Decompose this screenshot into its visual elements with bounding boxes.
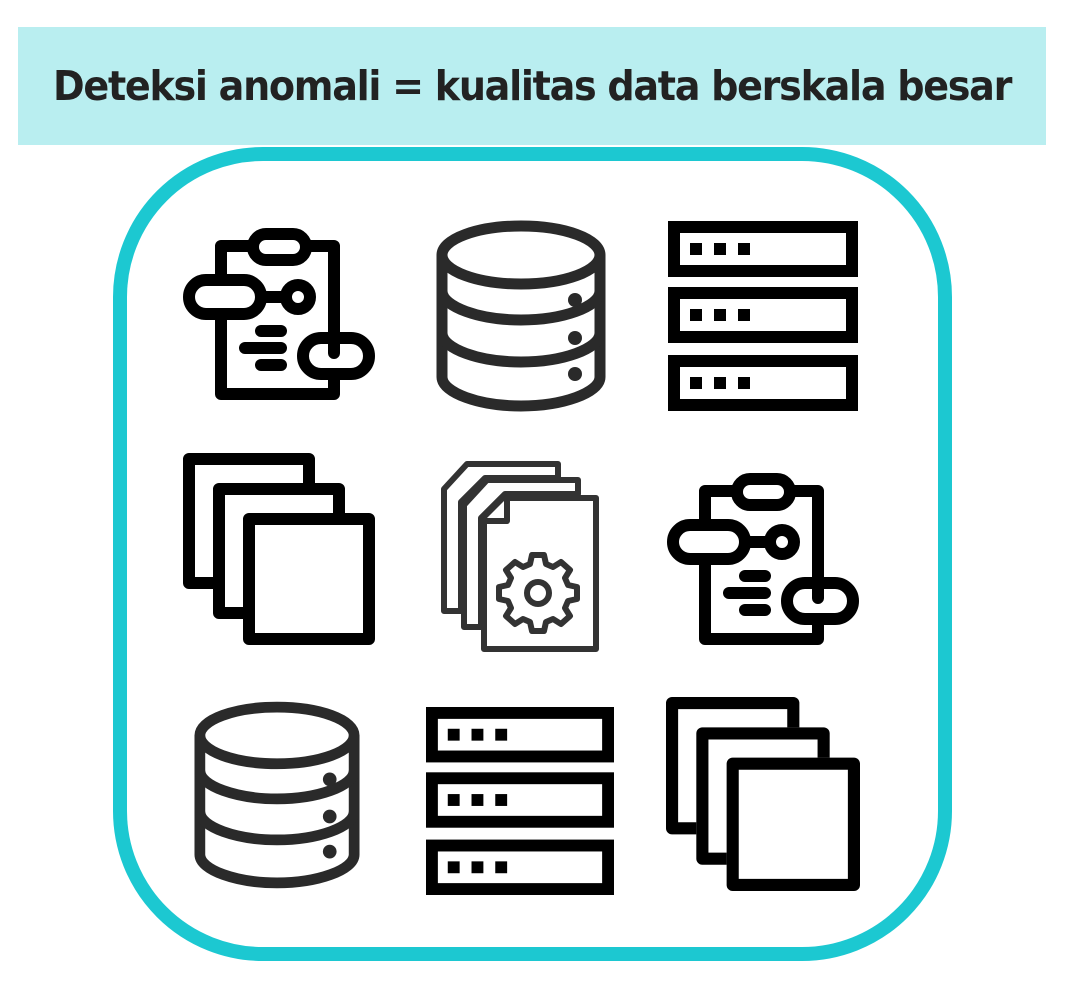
banner-title: Deteksi anomali = kualitas data berskala… bbox=[52, 62, 1012, 110]
database-icon bbox=[436, 220, 606, 412]
server-rack-icon bbox=[425, 707, 615, 895]
flowchart-clipboard-icon bbox=[183, 228, 375, 403]
flowchart-clipboard-icon bbox=[667, 473, 859, 648]
document-settings-icon bbox=[441, 461, 603, 653]
database-icon bbox=[194, 700, 360, 890]
title-banner: Deteksi anomali = kualitas data berskala… bbox=[18, 27, 1046, 145]
stacked-layers-icon bbox=[666, 697, 860, 891]
server-rack-icon bbox=[668, 221, 858, 411]
stacked-layers-icon bbox=[183, 453, 375, 645]
